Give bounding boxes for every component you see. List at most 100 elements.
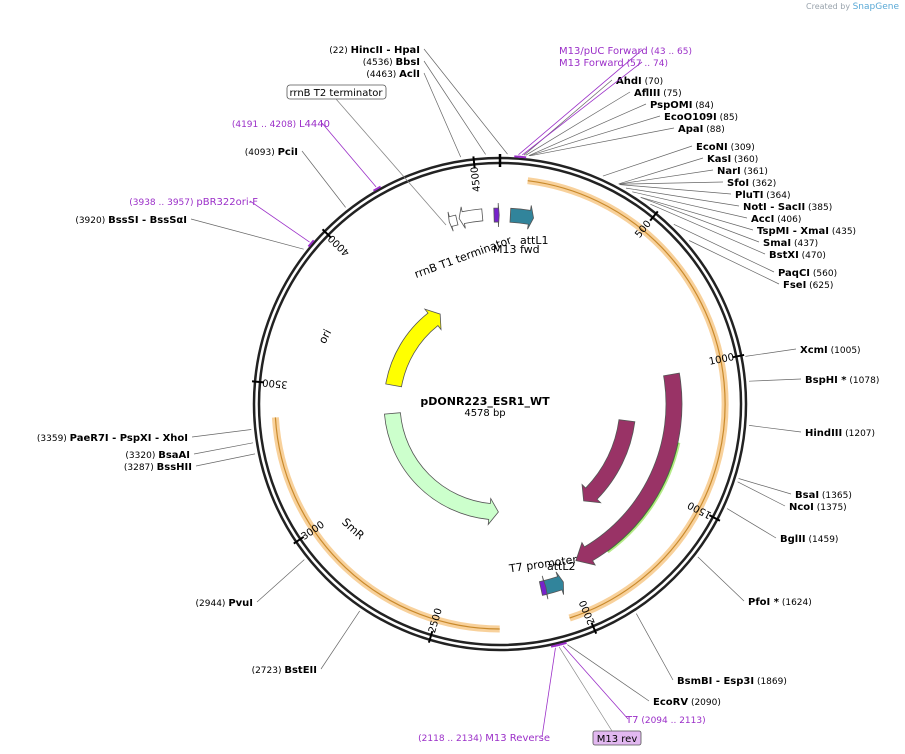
enzyme-label: (3320) BsaAI [125,450,190,461]
enzyme-leader [618,169,714,185]
enzyme-extra: - XmaI [789,226,829,237]
enzyme-pluti: PluTI (364) [619,184,790,201]
enzyme-leader [640,197,760,243]
enzyme-label: XcmI (1005) [800,345,861,356]
orf-line-1 [274,417,500,630]
enzyme-label: BspHI * (1078) [805,375,879,386]
enzyme-label: BsaI (1365) [795,490,852,501]
enzyme-label: (3920) BssSI - BssSαI [75,215,187,226]
enzyme-fsei: FseI (625) [688,240,833,291]
plasmid-name: pDONR223_ESR1_WT [420,395,550,408]
tick-label-1000: 1000 [708,352,735,368]
primer-label: T7 (2094 .. 2113) [625,715,706,726]
enzyme-label: (2944) PvuI [196,598,253,609]
enzyme-position: (470) [799,251,826,261]
enzyme-hincii: (22) HincII - HpaI [329,45,508,155]
enzyme-leader [726,508,777,539]
enzyme-noti: NotI - SacII (385) [625,187,832,213]
enzyme-name: BsmBI [677,676,712,687]
enzyme-label: NotI - SacII (385) [743,202,832,213]
enzyme-leader [193,442,254,455]
enzyme-leader [195,453,256,467]
enzyme-leader [528,115,661,157]
enzyme-name: XcmI [800,345,828,356]
enzyme-name: PvuI [228,598,253,609]
enzyme-position: (2723) [252,666,285,676]
enzyme-position: (2090) [688,698,721,708]
enzyme-name: TspMI [757,226,789,237]
enzyme-label: AccI (406) [751,214,801,225]
enzyme-label: EcoRV (2090) [653,697,721,708]
tick-3500 [251,380,265,384]
enzyme-position: (309) [728,143,755,153]
enzyme-leader [640,196,754,231]
enzyme-extra: - PspXI - XhoI [109,433,188,444]
enzyme-name: BssSI [108,215,138,226]
primer-range: (2094 .. 2113) [638,716,705,726]
enzyme-name: PluTI [735,190,763,201]
enzyme-ecorv: EcoRV (2090) [567,644,721,708]
tick-4500 [472,156,476,169]
feature-rrnb-t2-terminator [447,211,459,232]
enzyme-label: BstXI (470) [769,250,826,261]
enzyme-position: (4536) [363,58,396,68]
primer-leader [249,200,310,243]
enzyme-position: (385) [805,203,832,213]
enzyme-label: (2723) BstEII [252,665,317,676]
enzyme-label: (3359) PaeR7I - PspXI - XhoI [37,433,188,444]
enzyme-leader [530,127,675,157]
enzyme-bglii: BglII (1459) [726,508,838,545]
primer-label: (2118 .. 2134) M13 Reverse [418,733,550,744]
enzyme-label: PluTI (364) [735,190,790,201]
enzyme-ncoi: NcoI (1375) [737,481,847,513]
enzyme-position: (1365) [819,491,852,501]
enzyme-label: (4463) AclI [366,69,420,80]
enzyme-position: (560) [810,269,837,279]
enzyme-position: (435) [829,227,856,237]
enzyme-position: (1375) [814,503,847,513]
enzyme-label: PaqCI (560) [778,268,837,279]
enzyme-label: AflIII (75) [634,88,682,99]
primer-leader [518,49,643,155]
enzyme-extra: - HpaI [383,45,420,56]
enzyme-paqci: PaqCI (560) [673,223,837,279]
enzyme-leader [749,425,802,433]
enzyme-name: EcoNI [696,142,728,153]
label-rrnb-t1: rrnB T1 terminator [413,234,514,281]
enzyme-econi: EcoNI (309) [602,142,755,177]
label-ori: ori [316,327,334,346]
primer-mark [517,155,527,159]
primer-name: T7 [625,715,638,726]
primer-mark [373,185,382,192]
enzyme-name: SmaI [763,238,791,249]
tick-3000 [293,536,305,545]
tick-label-4500: 4500 [470,166,484,192]
enzyme-acli: (4463) AclI [366,69,462,158]
enzyme-position: (406) [774,215,801,225]
enzyme-layer: (22) HincII - HpaI(4536) BbsI(4463) AclI… [37,45,879,708]
enzyme-bsai: BsaI (1365) [738,478,852,501]
primer-leader [321,122,377,188]
enzyme-leader [423,60,486,155]
primer-leader [522,61,643,156]
enzyme-name: AflIII [634,88,660,99]
enzyme-leader [301,150,346,208]
enzyme-leader [256,559,305,603]
primer-label: (3938 .. 3957) pBR322ori-F [129,197,258,208]
feature-t7-promoter [538,575,549,600]
primer-range: (57 .. 74) [624,59,668,69]
enzyme-leader [650,203,766,255]
label-ert2: ERT2 [663,482,687,512]
enzyme-label: PfoI * (1624) [748,597,812,608]
enzyme-leader [635,613,674,681]
primer-m13-rev: M13 rev [554,642,642,746]
rrnb-t2-leader [335,98,447,226]
enzyme-leader [618,157,704,185]
enzyme-sfoi: SfoI (362) [619,178,776,189]
enzyme-name: BbsI [396,57,420,68]
primer-mark [554,642,563,647]
enzyme-position: (1869) [754,677,787,687]
enzyme-name: NotI [743,202,767,213]
enzyme-smai: SmaI (437) [640,197,818,249]
